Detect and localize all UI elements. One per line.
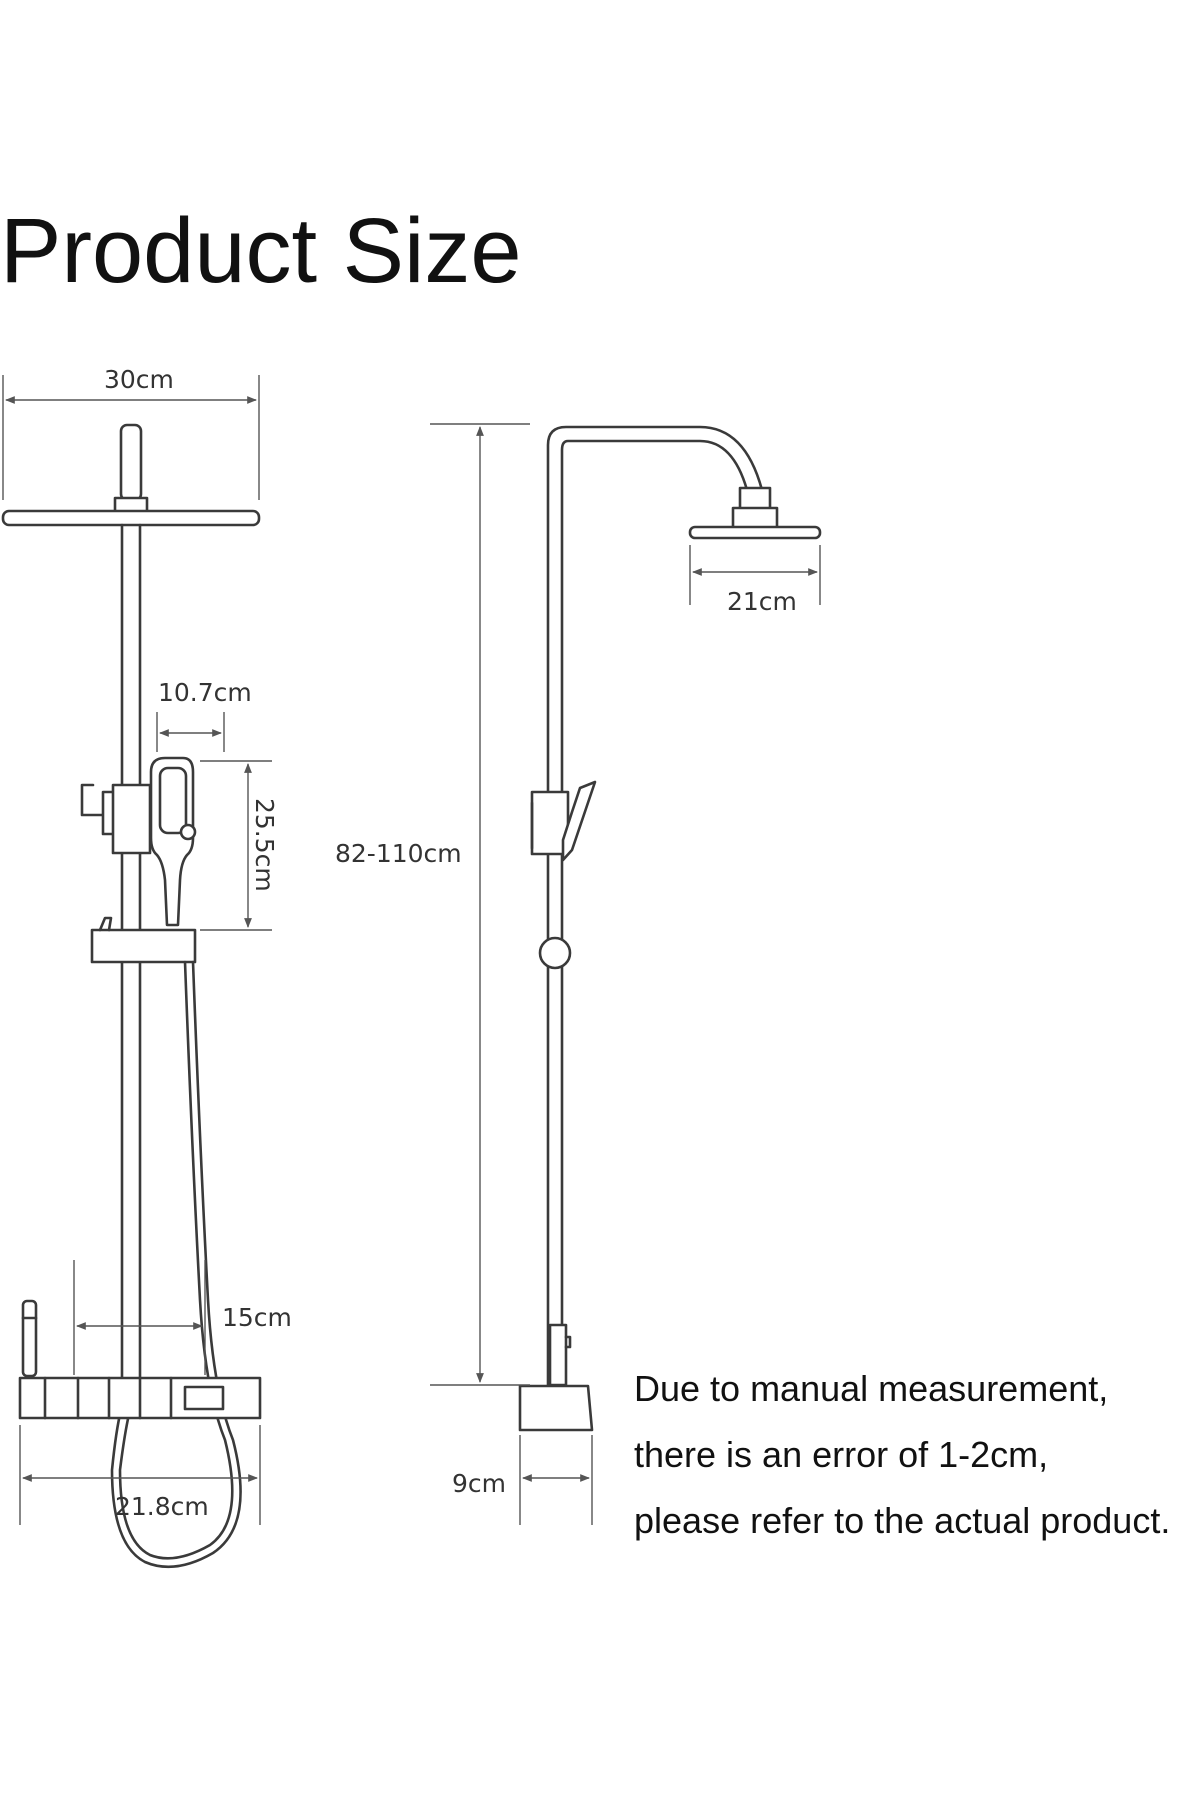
page-title: Product Size <box>0 200 522 302</box>
side-pipe <box>546 425 764 1387</box>
label-height-range: 82-110cm <box>335 839 462 868</box>
side-head <box>688 525 822 540</box>
slide-holder <box>90 928 197 964</box>
label-handheld-width: 10.7cm <box>158 678 252 707</box>
hose <box>118 960 234 1560</box>
front-view <box>1 423 262 1569</box>
mixer-handle <box>21 1299 38 1378</box>
label-head-diameter: 21cm <box>727 587 797 616</box>
note-line-2: there is an error of 1-2cm, <box>634 1434 1049 1475</box>
label-shelf-width: 21.8cm <box>115 1492 209 1521</box>
label-spout-length: 15cm <box>222 1303 292 1332</box>
note-line-1: Due to manual measurement, <box>634 1368 1109 1409</box>
side-dimensions <box>430 423 821 1525</box>
measurement-note: Due to manual measurement, there is an e… <box>634 1356 1170 1554</box>
handheld-shower <box>149 756 195 927</box>
display-panel <box>183 1385 225 1411</box>
label-handheld-height: 25.5cm <box>250 798 279 892</box>
top-rod <box>119 423 143 502</box>
label-base-depth: 9cm <box>452 1469 506 1498</box>
side-view <box>518 425 822 1432</box>
holder-block <box>111 783 152 855</box>
holder-bracket <box>80 783 105 817</box>
note-line-3: please refer to the actual product. <box>634 1500 1171 1541</box>
front-dimensions <box>2 375 272 1525</box>
side-handheld <box>561 780 597 862</box>
side-slide-ball <box>538 936 572 970</box>
rain-head <box>1 509 261 527</box>
label-overall-width: 30cm <box>104 365 174 394</box>
side-base <box>518 1384 594 1432</box>
